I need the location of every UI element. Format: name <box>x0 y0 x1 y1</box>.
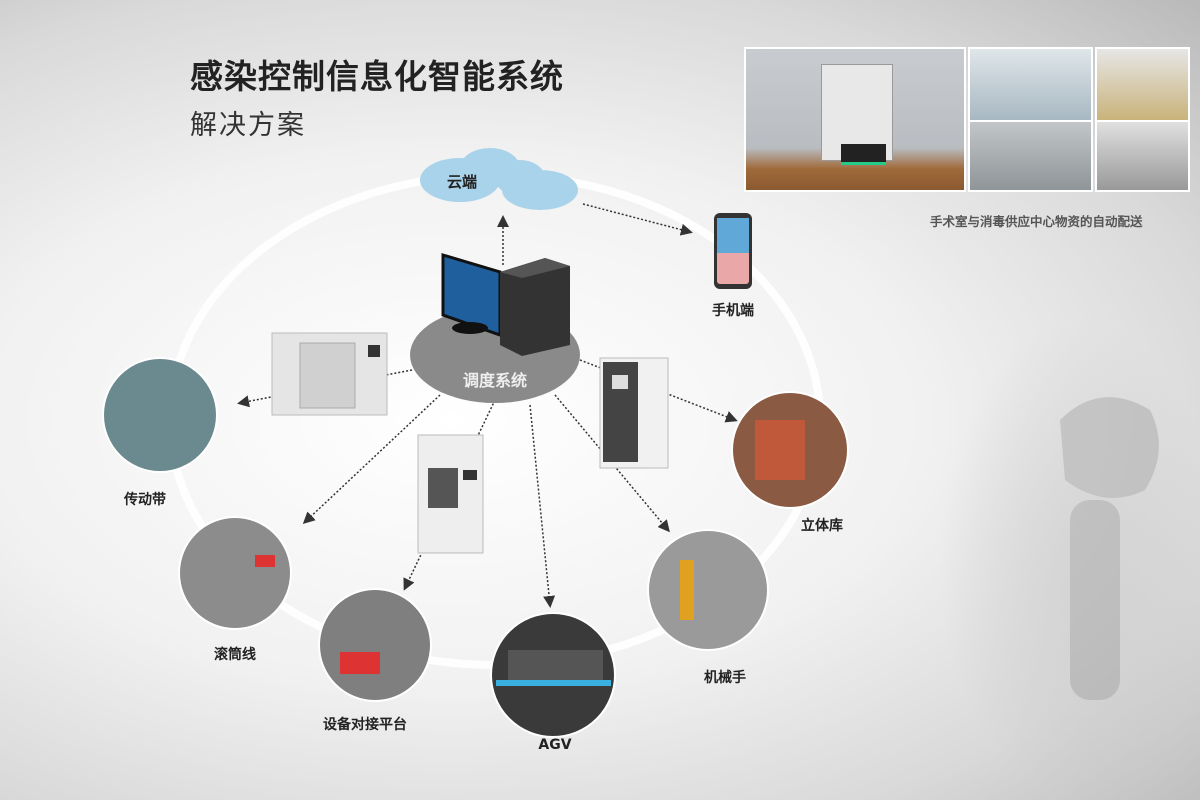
node-label-docking: 设备对接平台 <box>323 717 407 733</box>
docking-platform-image <box>318 588 432 702</box>
phone-icon <box>714 213 752 289</box>
roller-line-image <box>178 516 292 630</box>
page-title: 感染控制信息化智能系统 <box>190 57 564 96</box>
node-label-warehouse: 立体库 <box>801 518 843 534</box>
photo-agv-corridor <box>744 47 966 192</box>
page-subtitle: 解决方案 <box>190 110 306 141</box>
conveyor-belt-image <box>102 357 218 473</box>
washer-machine <box>417 434 484 554</box>
node-label-agv: AGV <box>538 737 572 753</box>
photo-cart <box>968 47 1093 122</box>
robot-arm-image <box>647 529 769 651</box>
photo-elevator <box>1095 47 1190 122</box>
photo-caption: 手术室与消毒供应中心物资的自动配送 <box>930 214 1143 229</box>
node-label-roller: 滚筒线 <box>214 647 256 663</box>
photo-robot <box>1095 120 1190 192</box>
node-label-robot-arm: 机械手 <box>704 670 746 686</box>
dispatch-label: 调度系统 <box>462 371 528 390</box>
phone-label: 手机端 <box>712 303 754 319</box>
robot-background <box>940 320 1200 800</box>
photo-storage <box>968 120 1093 192</box>
sterilizer-machine <box>271 332 388 416</box>
cloud-icon <box>420 148 578 210</box>
computer-icon <box>441 252 570 356</box>
cloud-label: 云端 <box>446 173 478 191</box>
cabinet-machine <box>599 357 669 469</box>
node-label-conveyor: 传动带 <box>124 492 166 508</box>
